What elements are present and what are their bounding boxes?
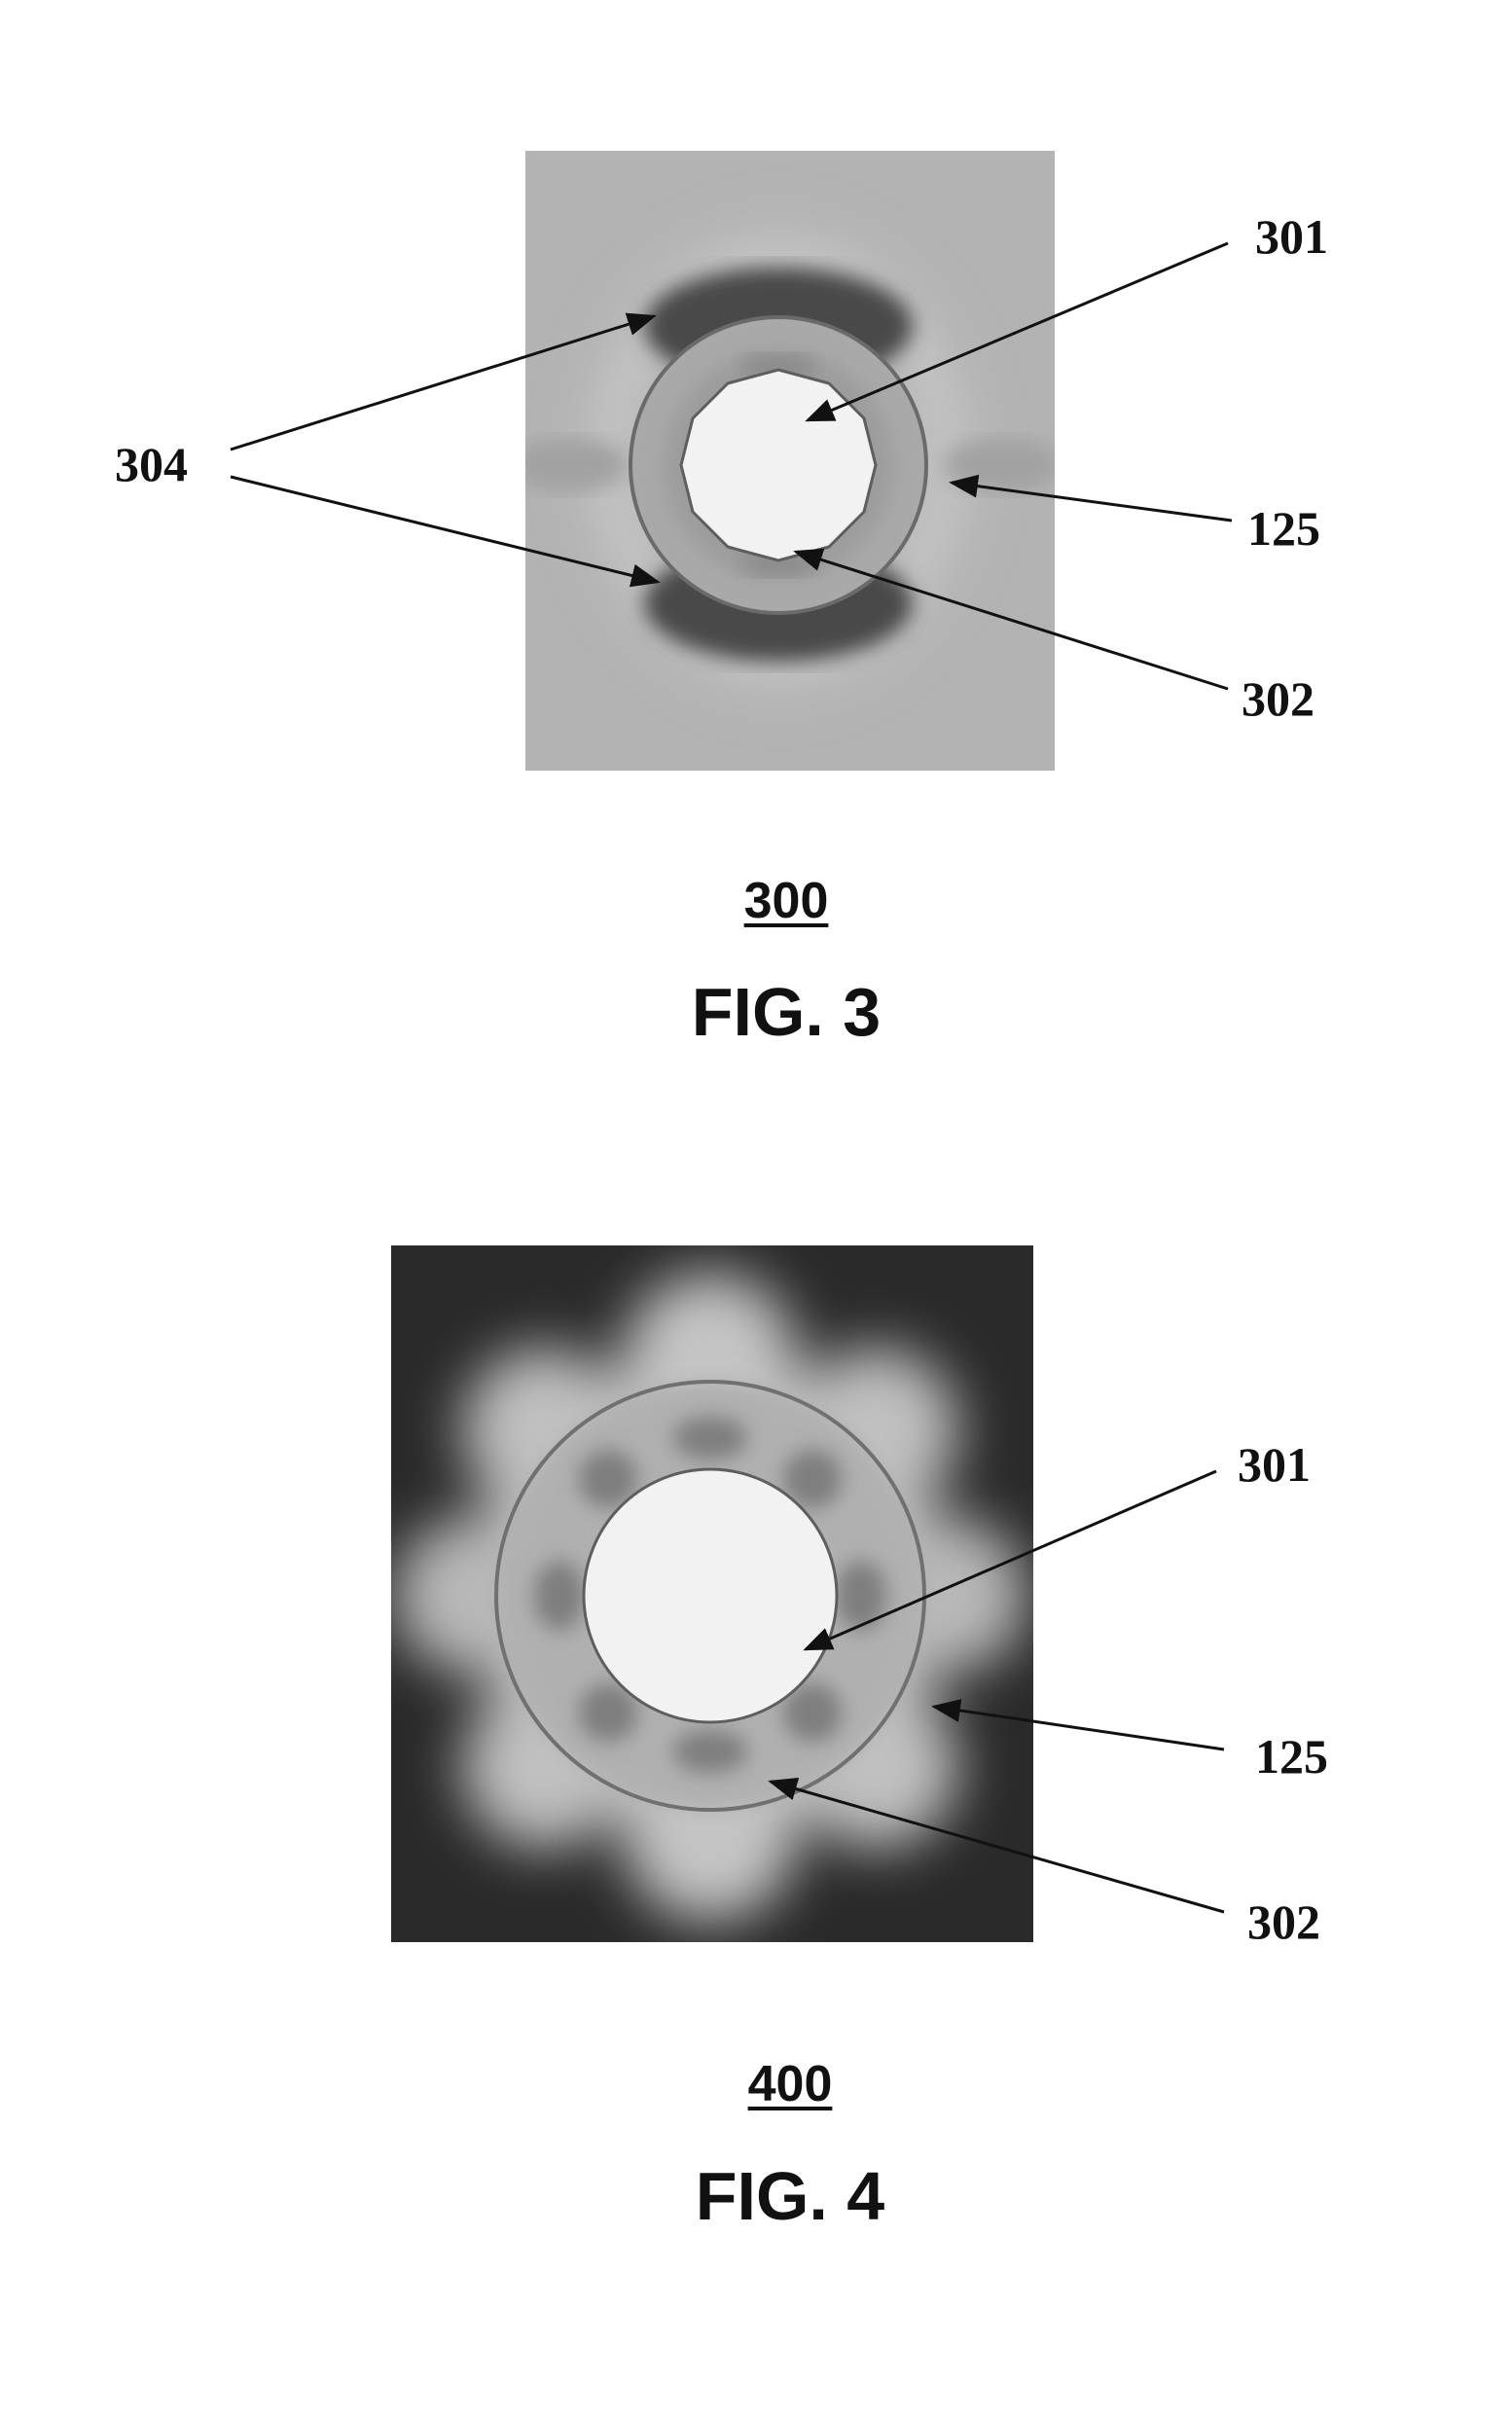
fig3-label-301: 301 xyxy=(1255,209,1328,264)
fig4-core xyxy=(582,1467,839,1724)
fig4-leaders xyxy=(768,1469,1225,1914)
fig3-reference-number: 300 xyxy=(743,873,829,929)
fig4-leader-125 xyxy=(931,1699,1225,1751)
fig3-label-302: 302 xyxy=(1242,671,1314,726)
fig3-image xyxy=(525,151,1055,771)
fig3-leader-125 xyxy=(949,474,1233,523)
fig3-leaders xyxy=(230,241,1233,691)
fig4-leader-301 xyxy=(803,1469,1217,1651)
fig4-reference-number: 400 xyxy=(747,2056,833,2112)
fig3-label-304: 304 xyxy=(115,437,188,491)
fig4-label-125: 125 xyxy=(1255,1729,1328,1784)
fig3-caption: FIG. 3 xyxy=(691,974,882,1050)
fig3-label-125: 125 xyxy=(1247,501,1320,556)
fig4-caption: FIG. 4 xyxy=(695,2158,885,2234)
fig4-label-301: 301 xyxy=(1238,1437,1311,1492)
fig4-leader-302 xyxy=(768,1777,1225,1914)
fig4-label-302: 302 xyxy=(1247,1894,1320,1949)
fig4-image xyxy=(391,1245,1033,1942)
fig3-leader-304-upper xyxy=(230,312,657,451)
fig3-leader-301 xyxy=(805,241,1229,422)
fig3-leader-304-lower xyxy=(230,475,661,588)
fig3-leader-302 xyxy=(793,548,1229,691)
